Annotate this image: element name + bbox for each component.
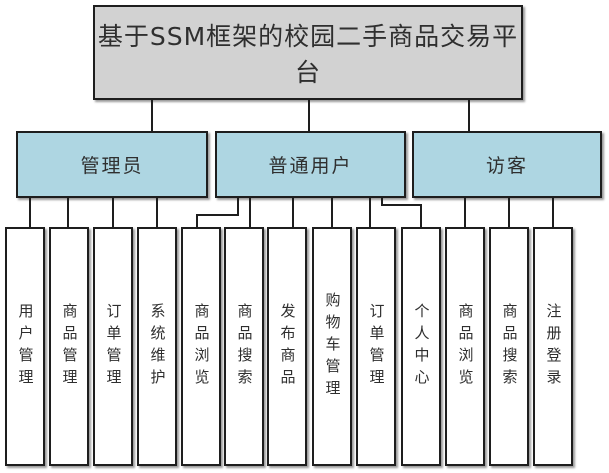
leaf-goods-mgmt-label: 商品管理 <box>60 302 79 391</box>
connector-user-personal-run <box>381 204 422 206</box>
connector-user-child2 <box>249 196 251 228</box>
leaf-goods-browse-visitor-label: 商品浏览 <box>456 302 475 391</box>
role-box-user: 普通用户 <box>215 131 406 198</box>
leaf-register-login: 注册登录 <box>533 227 573 466</box>
connector-visitor-child1 <box>464 196 466 228</box>
connector-admin-child4 <box>156 196 158 228</box>
leaf-personal-center: 个人中心 <box>401 227 441 466</box>
role-box-visitor: 访客 <box>412 131 602 198</box>
leaf-user-mgmt: 用户管理 <box>5 227 45 466</box>
leaf-goods-search-visitor: 商品搜索 <box>489 227 529 466</box>
connector-user-browse-down <box>196 214 198 228</box>
leaf-goods-browse-user-label: 商品浏览 <box>192 302 211 391</box>
platform-title: 基于SSM框架的校园二手商品交易平台 <box>97 21 519 87</box>
connector-admin-child1 <box>29 196 31 228</box>
leaf-cart-mgmt: 购物车管理 <box>312 227 352 466</box>
connector-title-user <box>308 99 310 132</box>
connector-user-personal-drop <box>381 196 383 206</box>
connector-visitor-child3 <box>552 196 554 228</box>
connector-user-child3 <box>292 196 294 228</box>
leaf-goods-search-user: 商品搜索 <box>224 227 264 466</box>
connector-user-personal-down <box>420 204 422 228</box>
connector-user-browse-drop <box>237 196 239 216</box>
leaf-system-maintenance-label: 系统维护 <box>148 302 167 391</box>
connector-user-child4 <box>331 196 333 228</box>
role-admin-label: 管理员 <box>80 155 144 177</box>
leaf-goods-search-visitor-label: 商品搜索 <box>500 302 519 391</box>
leaf-order-mgmt: 订单管理 <box>93 227 133 466</box>
leaf-register-login-label: 注册登录 <box>544 302 563 391</box>
platform-title-box: 基于SSM框架的校园二手商品交易平台 <box>93 5 523 100</box>
leaf-goods-mgmt: 商品管理 <box>49 227 89 466</box>
leaf-order-mgmt-user-label: 订单管理 <box>367 302 386 391</box>
connector-title-admin <box>151 99 153 132</box>
leaf-cart-mgmt-label: 购物车管理 <box>323 291 342 402</box>
connector-visitor-child2 <box>508 196 510 228</box>
leaf-goods-browse-visitor: 商品浏览 <box>445 227 485 466</box>
connector-admin-child2 <box>67 196 69 228</box>
connector-user-child5 <box>369 196 371 228</box>
connector-title-visitor <box>468 99 470 132</box>
leaf-publish-goods: 发布商品 <box>267 227 307 466</box>
leaf-publish-goods-label: 发布商品 <box>278 302 297 391</box>
leaf-goods-search-user-label: 商品搜索 <box>235 302 254 391</box>
leaf-order-mgmt-user: 订单管理 <box>356 227 396 466</box>
role-visitor-label: 访客 <box>485 155 528 177</box>
role-user-label: 普通用户 <box>268 155 353 177</box>
role-box-admin: 管理员 <box>16 131 208 198</box>
leaf-goods-browse-user: 商品浏览 <box>181 227 221 466</box>
leaf-order-mgmt-label: 订单管理 <box>104 302 123 391</box>
leaf-system-maintenance: 系统维护 <box>137 227 177 466</box>
connector-admin-child3 <box>112 196 114 228</box>
leaf-user-mgmt-label: 用户管理 <box>16 302 35 391</box>
leaf-personal-center-label: 个人中心 <box>412 302 431 391</box>
connector-user-browse-run <box>196 214 239 216</box>
